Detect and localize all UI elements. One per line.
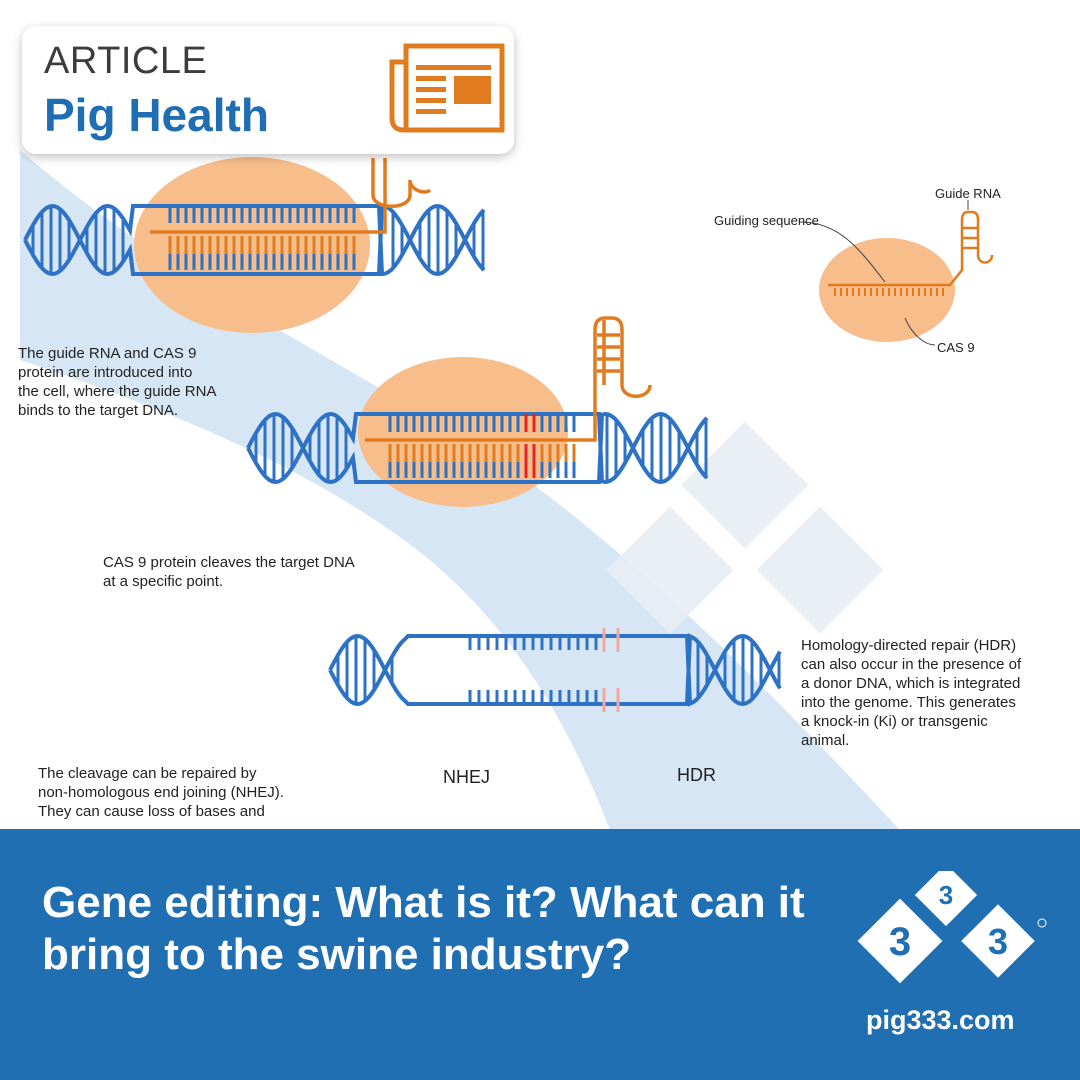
badge-category: Pig Health: [44, 89, 269, 141]
base-pairs-3a: [468, 634, 598, 650]
cas9-oval-legend: [819, 238, 955, 342]
footer-banner: Gene editing: What is it? What can it br…: [0, 829, 1080, 1080]
dna-strand: [246, 411, 709, 484]
legend-rungs: [834, 288, 944, 296]
guide-rna-hairpin-1: [150, 158, 432, 234]
dna-helix-3: [328, 633, 782, 707]
dna-strand: [328, 634, 782, 707]
guide-rna-legend: [828, 210, 994, 287]
label-guiding-sequence: Guiding sequence: [714, 213, 819, 228]
badge-kicker: ARTICLE: [44, 40, 208, 82]
logo-digit-left: 3: [889, 920, 911, 964]
logo-digit-top: 3: [939, 880, 953, 910]
logo-digit-right: 3: [988, 921, 1008, 962]
crispr-diagram: [20, 150, 994, 830]
label-cas9: CAS 9: [937, 340, 975, 355]
dna-strand: [23, 203, 486, 276]
pig333-logo[interactable]: 3 3 3: [850, 871, 1050, 1001]
step2-text: CAS 9 protein cleaves the target DNA at …: [103, 554, 355, 590]
leader-lines: [799, 200, 969, 346]
newspaper-icon: [389, 43, 505, 133]
article-badge: ARTICLE Pig Health: [22, 26, 514, 154]
base-pairs-3b: [468, 690, 598, 706]
site-url[interactable]: pig333.com: [866, 1005, 1015, 1035]
watermark-logo: [606, 421, 884, 634]
dna-helix-1: [23, 203, 486, 277]
article-title[interactable]: Gene editing: What is it? What can it br…: [42, 878, 805, 979]
nhej-description: The cleavage can be repaired by non-homo…: [38, 765, 284, 820]
hdr-description: Homology-directed repair (HDR) can also …: [801, 637, 1022, 749]
label-nhej: NHEJ: [443, 767, 491, 787]
label-hdr: HDR: [677, 765, 716, 785]
dna-strand: [328, 633, 782, 706]
base-pairs-1: [168, 205, 356, 270]
dna-strand: [23, 204, 486, 277]
base-pairs-2: [388, 414, 576, 478]
label-guide-rna: Guide RNA: [935, 186, 1001, 201]
registered-mark: [1037, 918, 1047, 928]
cleavage-site-marks: [602, 628, 620, 712]
guide-rna-hairpin-2: [365, 316, 652, 442]
badge-pointer: [396, 150, 456, 190]
step1-text: The guide RNA and CAS 9 protein are intr…: [18, 345, 217, 419]
cas9-oval-1: [134, 157, 370, 333]
